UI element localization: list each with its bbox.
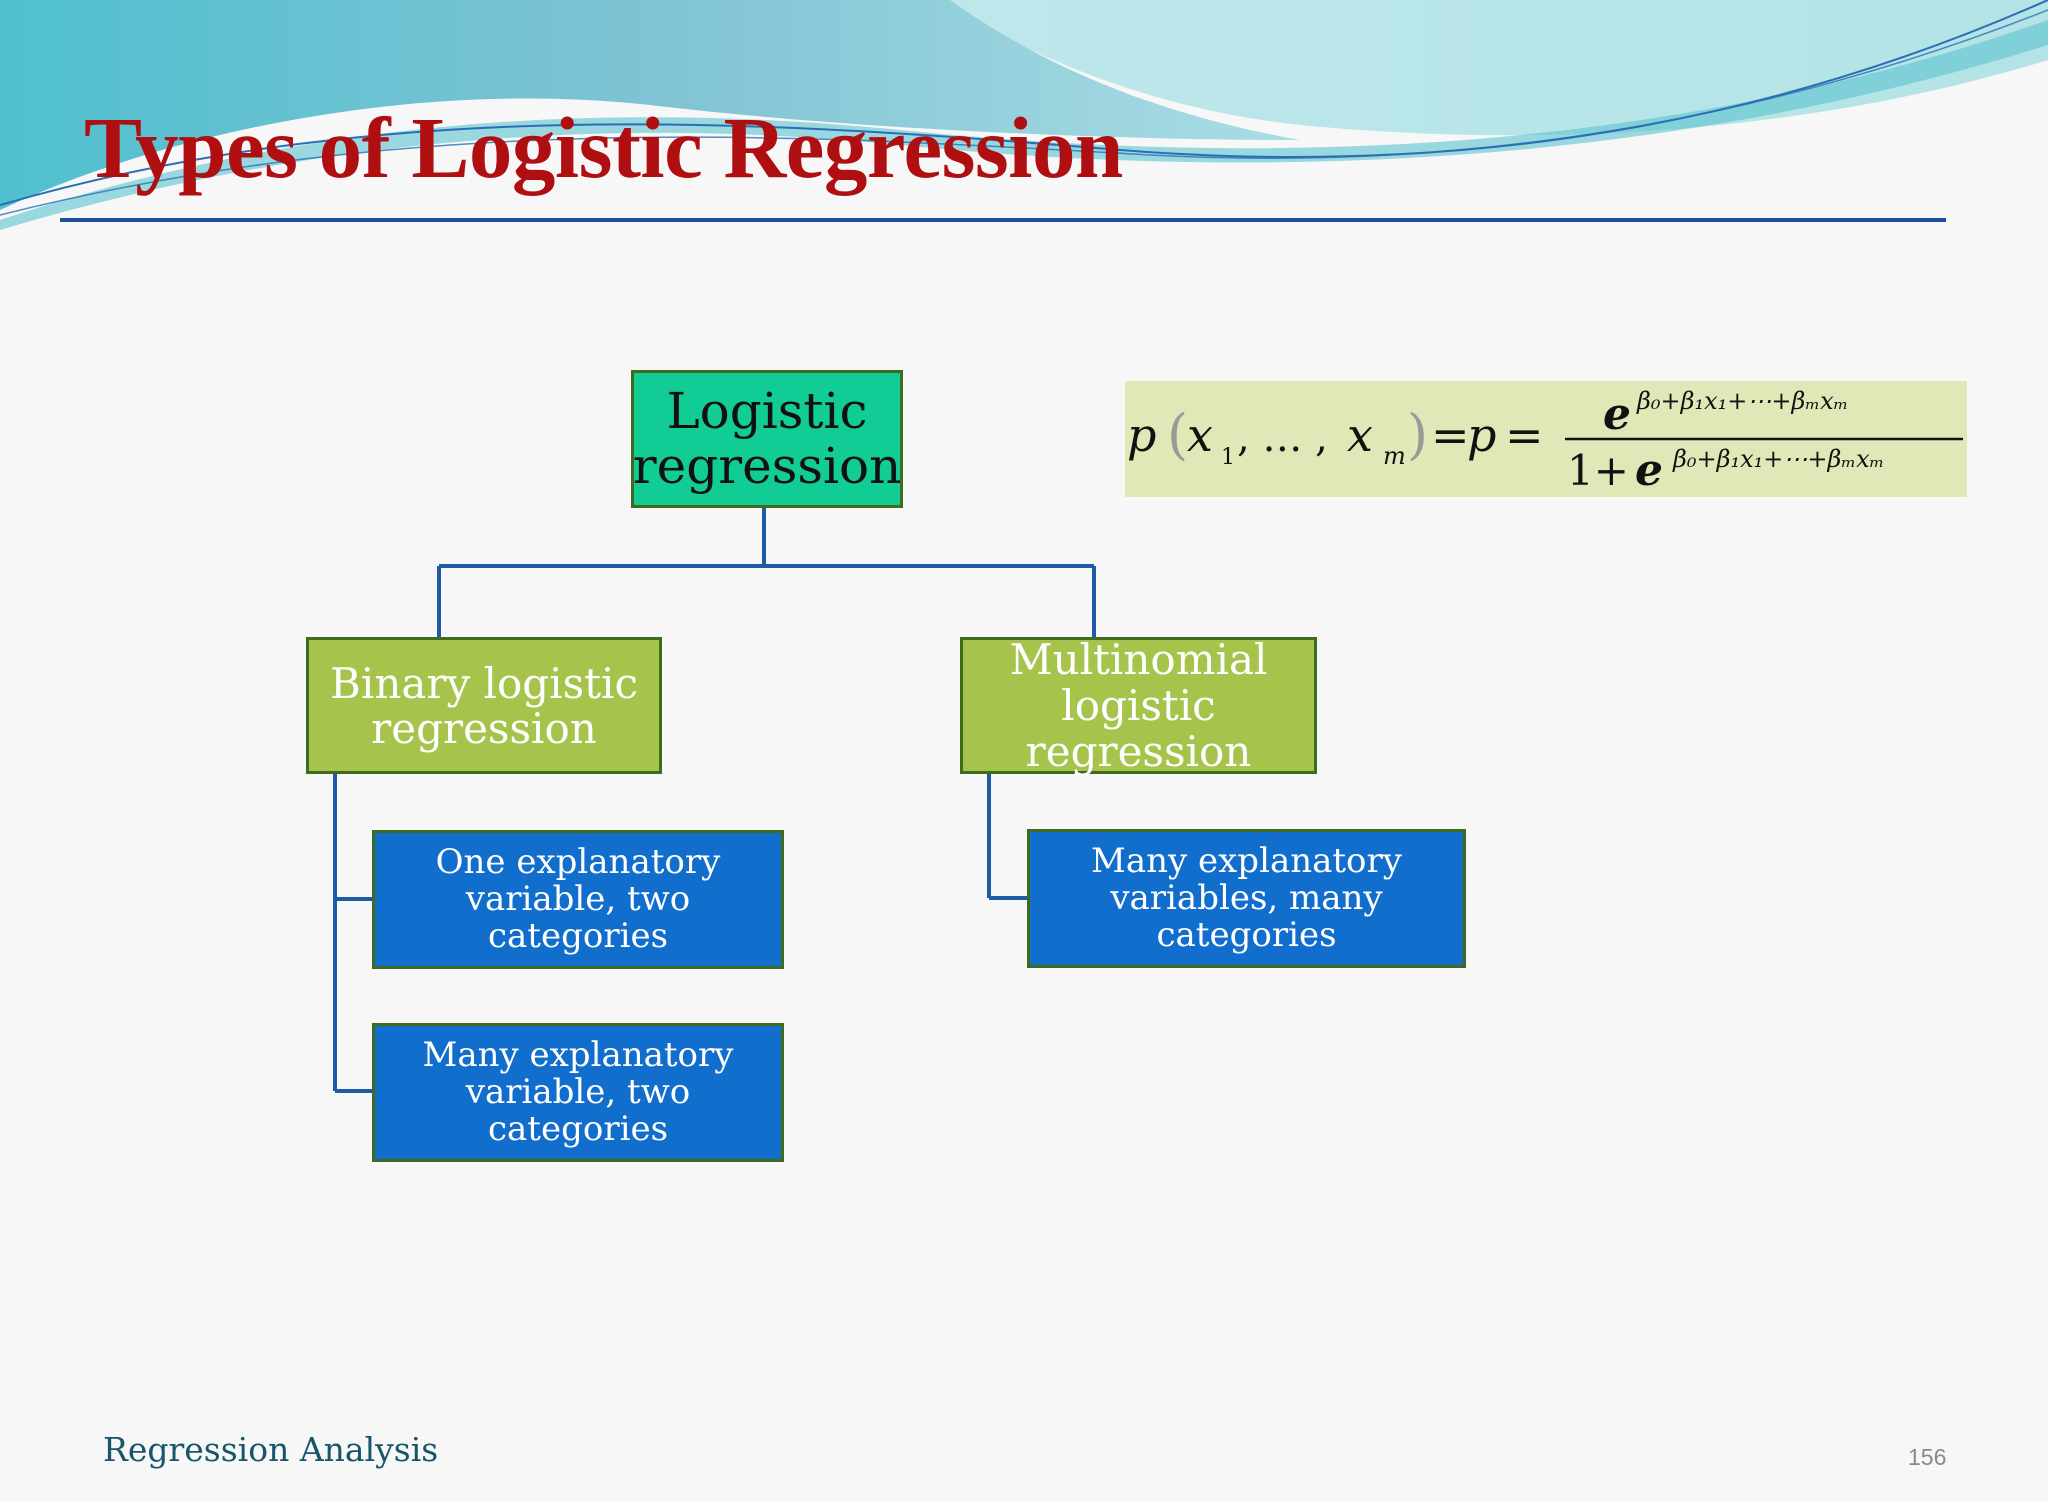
formula-numerator-e: e xyxy=(1603,389,1631,440)
formula-x1: x xyxy=(1187,408,1213,462)
formula-open-paren: ( xyxy=(1167,403,1188,466)
slide-title: Types of Logistic Regression xyxy=(84,99,1123,196)
page-number: 156 xyxy=(1908,1444,1947,1470)
node-many-explanatory-two-categories: Many explanatory variable, two categorie… xyxy=(372,1023,784,1162)
footer-course-title: Regression Analysis xyxy=(103,1430,439,1469)
formula-denominator-exponent: β₀+β₁x₁+⋯+βₘxₘ xyxy=(1672,445,1884,473)
node-label-line: Many explanatory xyxy=(1091,841,1402,881)
formula-denominator-one: 1+ xyxy=(1567,446,1629,495)
formula-close-paren: ) xyxy=(1407,403,1428,466)
logistic-formula: p ( x 1 , … , x m ) = p = e β₀+β₁x₁+⋯+βₘ… xyxy=(1125,381,1967,497)
formula-equals-2: = xyxy=(1505,408,1544,462)
header-wave-decoration xyxy=(0,0,2048,230)
node-label-line: regression xyxy=(371,703,597,753)
node-label-line: regression xyxy=(1025,726,1252,776)
title-underline xyxy=(60,218,1946,222)
node-label-line: logistic xyxy=(1061,680,1216,730)
node-label-line: Binary logistic xyxy=(330,658,638,708)
node-label-line: Many explanatory xyxy=(422,1035,734,1075)
node-label-line: Multinomial xyxy=(1009,634,1268,684)
node-label-line: regression xyxy=(632,437,902,495)
node-label-line: variables, many xyxy=(1110,878,1383,918)
node-label-line: Logistic xyxy=(666,382,868,440)
formula-denominator-e: e xyxy=(1635,445,1663,496)
node-logistic-regression: Logistic regression xyxy=(631,370,903,508)
formula-sub-m: m xyxy=(1383,442,1406,470)
formula-graphic: p ( x 1 , … , x m ) = p = e β₀+β₁x₁+⋯+βₘ… xyxy=(1127,387,1963,496)
node-multinomial-logistic-regression: Multinomial logistic regression xyxy=(960,634,1317,776)
node-label-line: One explanatory xyxy=(435,842,721,882)
formula-sub-1: 1 xyxy=(1221,445,1235,470)
node-label-line: variable, two categories xyxy=(465,879,691,956)
node-label-line: categories xyxy=(1156,915,1337,955)
node-many-explanatory-many-categories: Many explanatory variables, many categor… xyxy=(1027,829,1466,968)
formula-p-2: p xyxy=(1467,408,1496,462)
formula-numerator-exponent: β₀+β₁x₁+⋯+βₘxₘ xyxy=(1636,387,1848,415)
formula-dots: , … , xyxy=(1237,415,1328,461)
formula-equals-1: = xyxy=(1431,408,1470,462)
formula-xm: x xyxy=(1347,408,1373,462)
node-one-explanatory-two-categories: One explanatory variable, two categories xyxy=(372,830,784,969)
node-binary-logistic-regression: Binary logistic regression xyxy=(306,637,662,774)
formula-p: p xyxy=(1127,408,1156,462)
node-label-line: variable, two categories xyxy=(465,1072,691,1149)
